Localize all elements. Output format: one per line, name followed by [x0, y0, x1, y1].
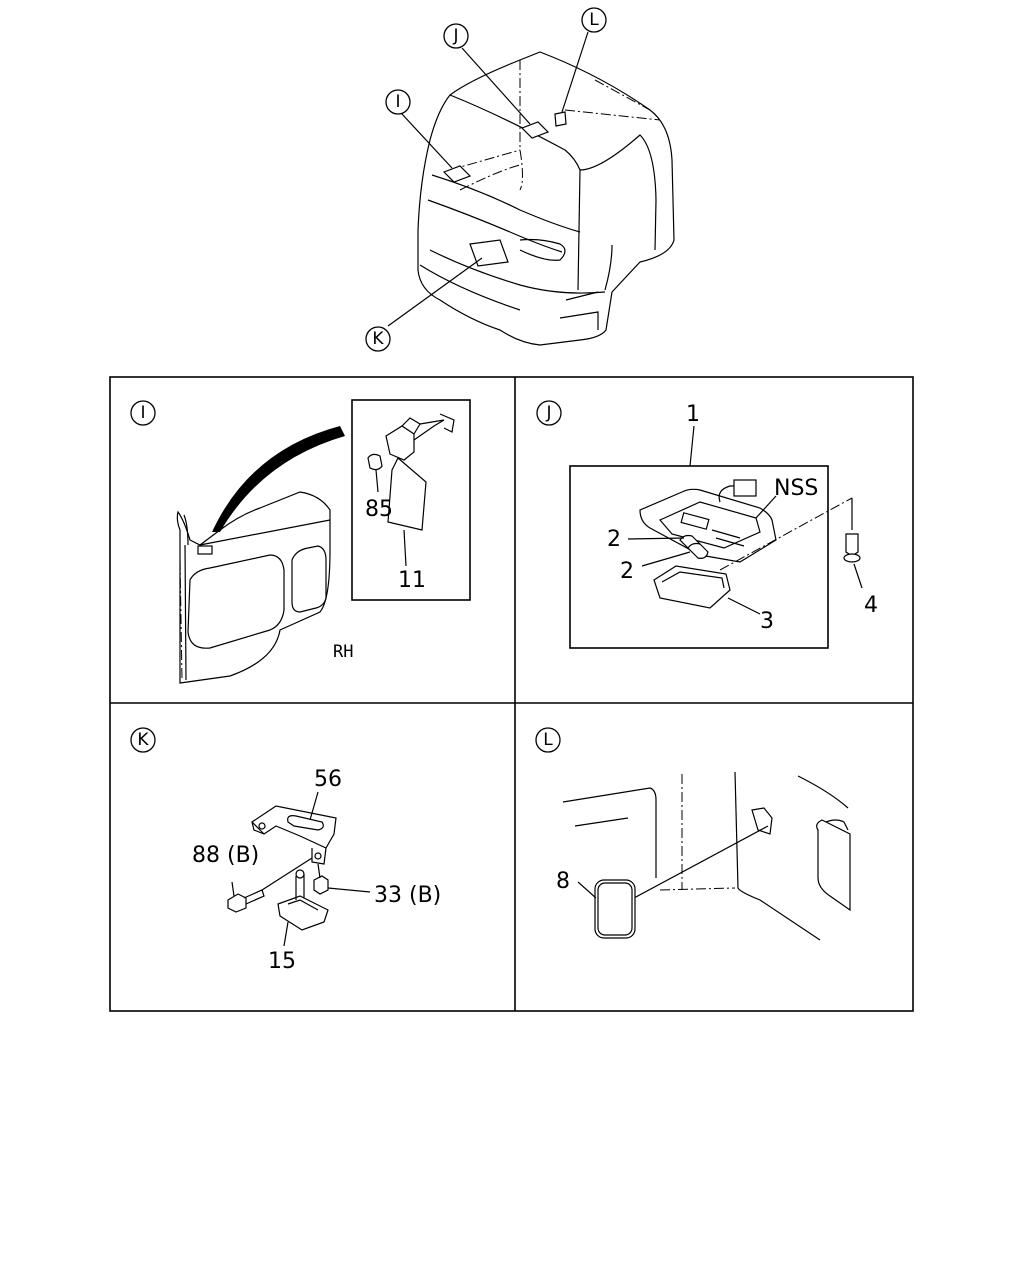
bolt-88B[interactable]: [227, 893, 247, 913]
side-label-rh: RH: [333, 642, 353, 662]
part-label-11: 11: [398, 568, 426, 593]
part-label-4: 4: [864, 593, 878, 618]
part-label-15: 15: [268, 949, 296, 974]
svg-text:I: I: [140, 403, 145, 423]
location-I-marker: [442, 165, 472, 183]
location-J-marker: [520, 121, 550, 139]
part-label-3: 3: [760, 609, 774, 634]
svg-text:L: L: [589, 10, 599, 30]
panel-L: L 8: [535, 727, 851, 941]
svg-text:L: L: [543, 730, 553, 750]
svg-text:J: J: [452, 26, 458, 46]
part-label-1: 1: [686, 402, 700, 427]
lens-3[interactable]: [653, 565, 731, 609]
courtesy-lamp-marker: [197, 545, 213, 555]
part-label-85: 85: [365, 497, 393, 522]
panel-K-label: K: [130, 727, 156, 753]
part-label-56: 56: [314, 767, 342, 792]
panel-I: I 85 11 RH: [130, 399, 471, 684]
bulb-85[interactable]: [367, 453, 383, 471]
callout-L[interactable]: L: [581, 7, 607, 33]
part-label-2a: 2: [607, 527, 621, 552]
nut-33B[interactable]: [313, 875, 329, 895]
detail-grid: [109, 376, 914, 1012]
location-L-marker: [554, 111, 567, 127]
callout-K[interactable]: K: [365, 326, 391, 352]
zoom-arrow: [212, 426, 345, 532]
bulb-2b[interactable]: [687, 542, 709, 559]
svg-text:I: I: [395, 92, 400, 112]
part-label-2b: 2: [620, 559, 634, 584]
part-label-88B: 88 (B): [192, 843, 259, 868]
part-label-8: 8: [556, 869, 570, 894]
panel-I-inset: [351, 399, 471, 601]
panel-J-label: J: [536, 400, 562, 426]
panel-K: K 56 88 (B) 33 (B) 15: [130, 727, 441, 974]
screw-4[interactable]: [845, 533, 859, 557]
panel-J-inset: [569, 465, 829, 649]
part-label-nss: NSS: [774, 476, 818, 501]
part-label-33B: 33 (B): [374, 883, 441, 908]
license-lamp-15[interactable]: [277, 895, 329, 931]
svg-text:K: K: [372, 329, 384, 349]
cab-overview: I J L K: [365, 7, 675, 352]
svg-text:K: K: [137, 730, 149, 750]
connector: [733, 479, 757, 497]
room-lamp-housing[interactable]: [639, 488, 777, 563]
panel-L-label: L: [535, 727, 561, 753]
svg-text:J: J: [545, 403, 551, 423]
callout-I[interactable]: I: [385, 89, 411, 115]
cover-8[interactable]: [594, 879, 636, 939]
callout-J[interactable]: J: [443, 23, 469, 49]
panel-I-label: I: [130, 400, 156, 426]
lens-11[interactable]: [387, 457, 427, 531]
panel-J: J 1 NSS 2 2 4 3: [536, 400, 878, 649]
